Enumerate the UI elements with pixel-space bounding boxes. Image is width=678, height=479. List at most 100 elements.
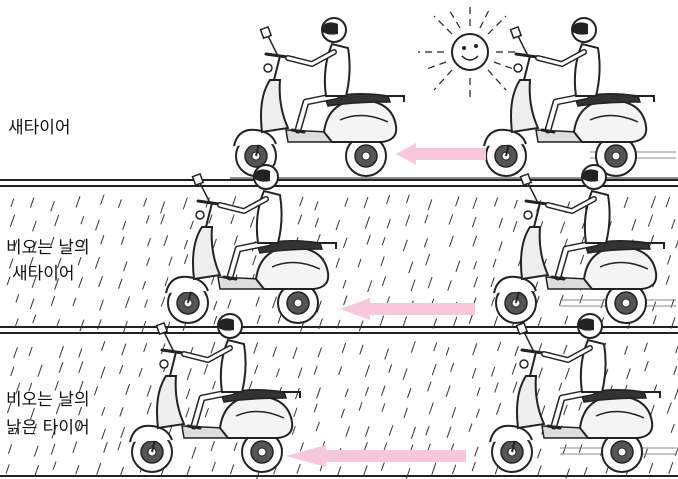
rain-streak [211, 441, 214, 451]
rain-streak [123, 221, 126, 230]
rain-streak [230, 465, 233, 475]
rain-streak [538, 466, 541, 475]
rain-streak [389, 364, 392, 372]
rain-streak [30, 198, 34, 208]
rain-streak [96, 220, 100, 231]
rain-streak [381, 386, 385, 396]
rain-streak [272, 296, 276, 308]
rain-streak [409, 262, 413, 273]
rain-streak [144, 198, 147, 207]
rain-streak [143, 281, 146, 289]
rain-streak [101, 235, 104, 244]
rain-streak [205, 408, 208, 417]
rain-streak [314, 404, 317, 413]
rain-streak [473, 343, 477, 355]
rain-streak [119, 279, 122, 289]
rain-streak [559, 383, 562, 391]
rain-streak [473, 236, 477, 247]
rain-streak [15, 426, 18, 434]
rain-streak [95, 257, 99, 269]
rain-streak [15, 318, 18, 327]
rain-streak [30, 299, 34, 309]
sun-icon [418, 4, 520, 100]
rain-streak [14, 240, 18, 250]
rain-streak [118, 199, 121, 208]
rain-streak [411, 427, 415, 439]
rain-streak [126, 384, 130, 395]
rain-streak [104, 442, 108, 452]
rain-streak [122, 344, 126, 355]
rain-streak [317, 387, 321, 398]
rain-streak [651, 196, 655, 208]
rain-panel-2 [7, 195, 678, 333]
rain-streak [368, 280, 372, 292]
rain-streak [183, 198, 187, 210]
rain-streak [187, 368, 191, 380]
rain-streak [79, 381, 83, 393]
rain-streak [186, 408, 190, 418]
rain-streak [273, 347, 277, 357]
rain-streak [318, 348, 321, 358]
rain-streak [651, 405, 655, 415]
rain-streak [477, 387, 480, 395]
rain-streak [314, 366, 317, 375]
rain-streak [338, 466, 341, 475]
rain-streak [425, 215, 428, 224]
rain-streak [32, 276, 36, 287]
rain-streak [161, 202, 165, 214]
rain-streak [381, 256, 384, 266]
rain-streak [255, 365, 258, 374]
rain-streak [76, 465, 79, 474]
rain-streak [101, 367, 105, 379]
rain-streak [102, 429, 106, 439]
rain-streak [666, 197, 670, 207]
rain-streak [432, 364, 436, 375]
rain-streak [649, 463, 652, 473]
rain-streak [452, 407, 456, 418]
rain-streak [98, 319, 102, 329]
rain-streak [389, 425, 393, 435]
rain-streak [167, 322, 170, 330]
rain-streak [7, 403, 11, 413]
rain-streak [365, 365, 369, 377]
rain-streak [579, 402, 582, 411]
rain-streak [79, 361, 83, 373]
rain-streak [256, 297, 259, 307]
scooter-stopped-panel-2 [166, 165, 336, 323]
rain-streak [94, 386, 97, 395]
rain-streak [6, 464, 9, 473]
rain-streak [33, 424, 37, 434]
rain-streak [11, 198, 14, 206]
rain-streak [315, 201, 318, 210]
scooter-stopped-panel-1 [234, 18, 404, 176]
rain-streak [228, 299, 231, 308]
rain-streak [14, 347, 18, 358]
rain-streak [82, 239, 85, 248]
rain-streak [428, 382, 431, 392]
rain-streak [382, 276, 385, 286]
rain-streak [59, 346, 63, 358]
braking-distance-arrow-panel-2 [340, 298, 475, 320]
rain-streak [446, 386, 450, 397]
rain-streak [73, 298, 76, 306]
rain-streak [472, 217, 476, 227]
rain-streak [473, 198, 477, 209]
rain-streak [79, 348, 82, 357]
rain-streak [139, 368, 142, 377]
rain-streak [432, 463, 436, 475]
rain-streak [55, 381, 58, 390]
rain-streak [33, 221, 37, 231]
rain-streak [254, 342, 258, 353]
rain-streak [381, 462, 384, 470]
rain-streak [565, 316, 568, 325]
rain-streak [672, 219, 675, 229]
rain-streak [339, 367, 342, 375]
rain-streak [667, 402, 671, 413]
rain-streak [29, 383, 32, 392]
rain-streak [31, 408, 35, 419]
rain-streak [345, 198, 348, 207]
rain-streak [452, 465, 455, 474]
rain-streak [336, 258, 339, 268]
rain-streak [563, 444, 566, 453]
rain-streak [648, 215, 652, 227]
